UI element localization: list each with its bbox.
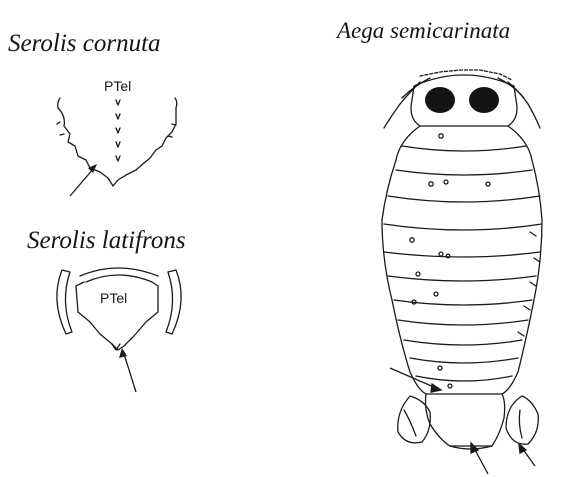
- species-title-serolis-cornuta: Serolis cornuta: [8, 30, 161, 58]
- aega-semicarinata-body: [382, 70, 542, 449]
- serolis-cornuta-pleotelson: [57, 98, 177, 186]
- aega-arrows: [390, 368, 535, 474]
- serolis-latifrons-arrow: [119, 348, 136, 392]
- species-title-aega-semicarinata: Aega semicarinata: [337, 18, 510, 44]
- ptel-label-serolis-latifrons: PTel: [100, 290, 127, 306]
- ptel-label-serolis-cornuta: PTel: [104, 78, 131, 94]
- aega-compound-eyes: [425, 87, 499, 113]
- serolis-cornuta-arrow: [70, 164, 97, 196]
- species-title-serolis-latifrons: Serolis latifrons: [27, 227, 186, 255]
- serolis-latifrons-pleotelson: [57, 268, 181, 350]
